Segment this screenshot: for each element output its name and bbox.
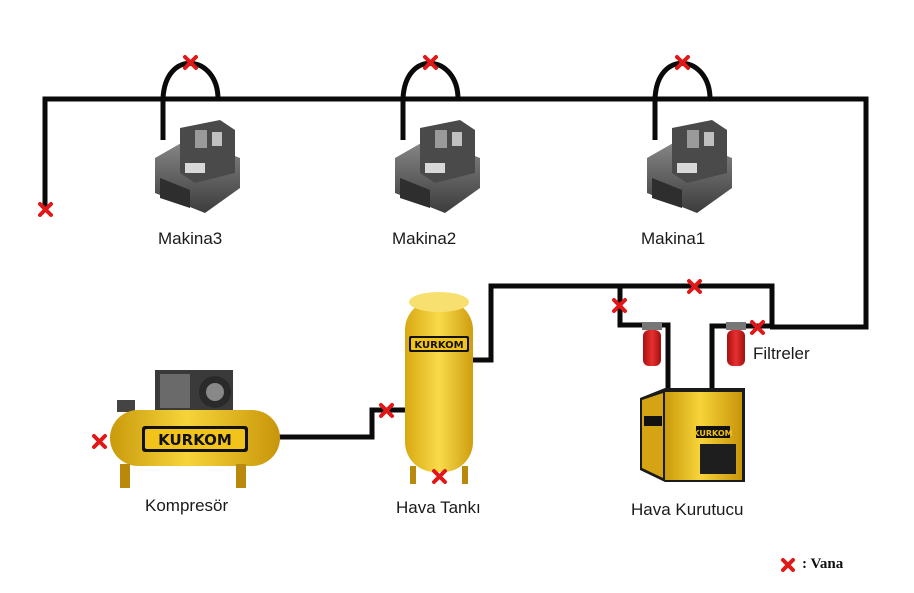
valve-x-icon: [423, 55, 438, 70]
main-header-pipe: [42, 96, 869, 330]
label-makina2: Makina2: [392, 229, 457, 248]
label-kompresor: Kompresör: [145, 496, 229, 515]
label-hava-tanki: Hava Tankı: [396, 498, 481, 517]
compressor-icon: KURKOM: [110, 370, 280, 488]
label-filtreler: Filtreler: [753, 344, 810, 363]
valve-x-icon: [38, 202, 53, 217]
air-tank-icon: KURKOM: [405, 292, 473, 484]
valve-x-icon: [379, 403, 394, 418]
valve-x-icon: [675, 55, 690, 70]
legend-text: : Vana: [802, 556, 844, 572]
label-makina1: Makina1: [641, 229, 706, 248]
valve-x-icon: [183, 55, 198, 70]
filter-right-icon: [726, 322, 746, 366]
dryer-vent-grille: [700, 444, 736, 474]
compressor-brand-logo: KURKOM: [158, 431, 232, 449]
makina2-machine-icon: [395, 120, 480, 213]
valve-x-icon: [687, 279, 702, 294]
makina1-machine-icon: [647, 120, 732, 213]
air-dryer-icon: KURKOM: [640, 388, 745, 482]
dryer-outlet-pipe: [709, 323, 772, 392]
valve-x-icon: [781, 557, 795, 572]
makina3-machine-icon: [155, 120, 240, 213]
valve-x-icon: [612, 298, 627, 313]
filter-left-icon: [642, 322, 662, 366]
legend: : Vana: [780, 556, 843, 573]
valve-x-icon: [432, 469, 447, 484]
tank-outlet-pipe: [473, 283, 775, 363]
label-hava-kurutucu: Hava Kurutucu: [631, 500, 744, 519]
dryer-brand-logo: KURKOM: [693, 429, 732, 438]
valve-x-icon: [92, 434, 107, 449]
tank-brand-logo: KURKOM: [414, 340, 463, 351]
label-makina3: Makina3: [158, 229, 223, 248]
compressor-tank-pipe: [277, 407, 405, 440]
valve-x-icon: [750, 320, 765, 335]
valve-markers: [38, 55, 765, 484]
